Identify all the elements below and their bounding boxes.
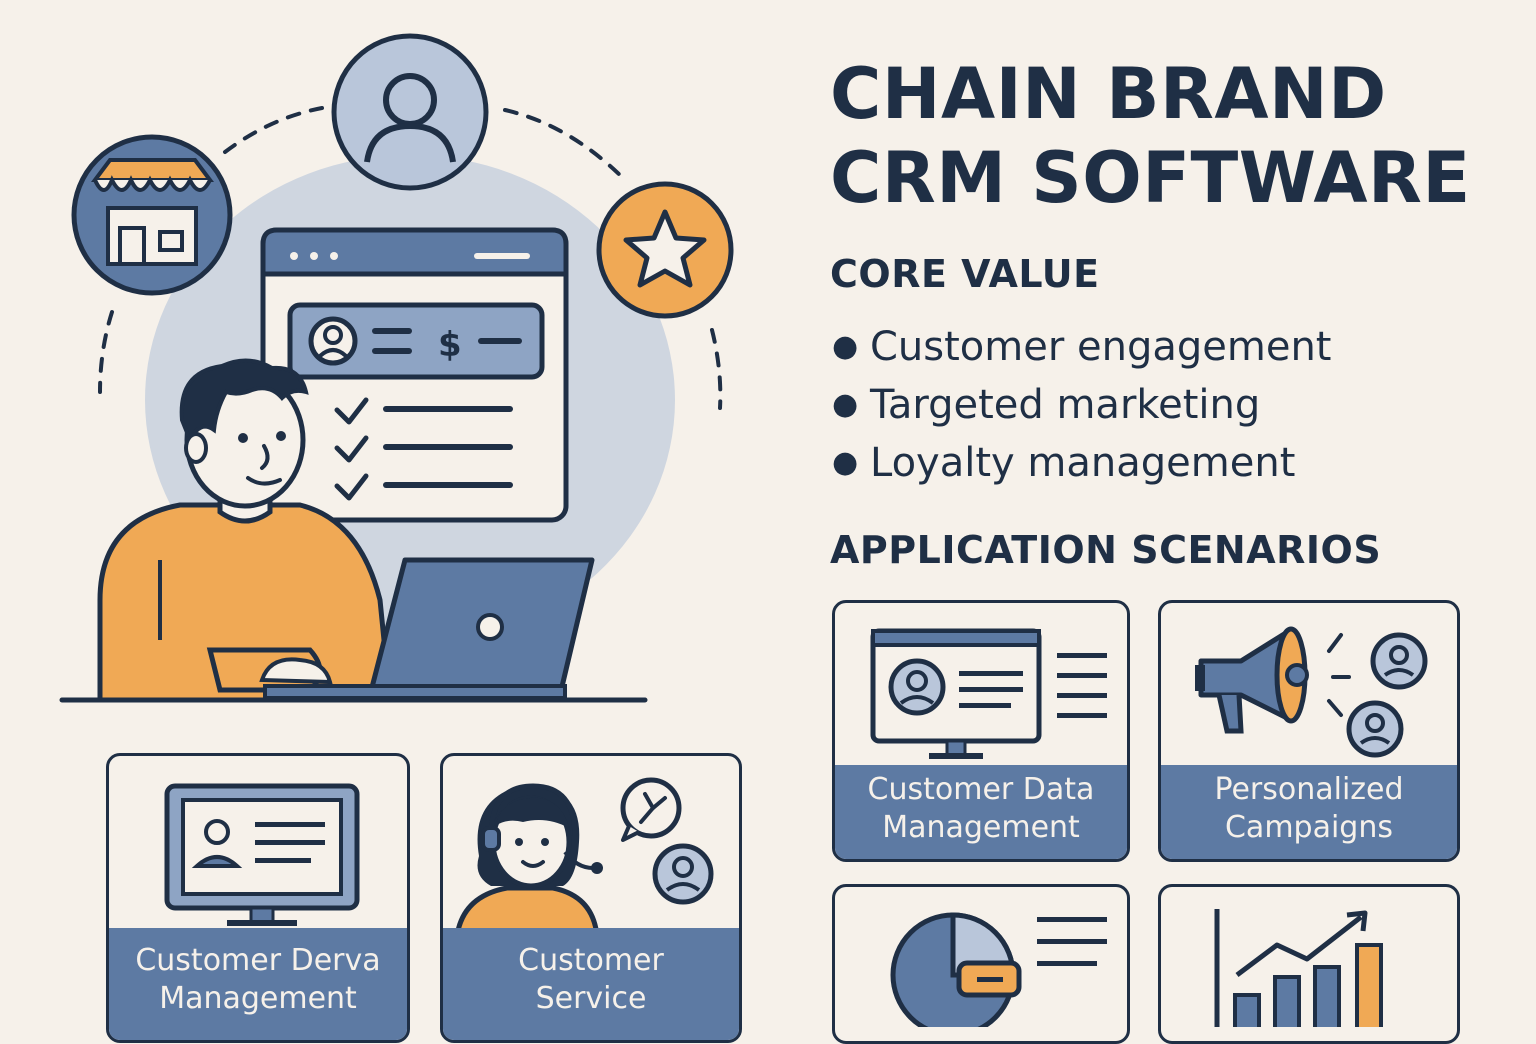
dashed-connector <box>710 328 723 410</box>
pie-chart-icon <box>890 912 1107 1027</box>
core-value-heading: CORE VALUE <box>830 252 1100 296</box>
laptop-icon <box>263 557 595 700</box>
list-item-label: Customer engagement <box>870 324 1332 370</box>
card-label: Customer Derva Management <box>109 928 407 1040</box>
card-label-line-1: Customer Data <box>867 772 1095 807</box>
growth-bar-chart-icon <box>1214 909 1383 1027</box>
list-item: ● Loyalty management <box>832 434 1331 492</box>
monitor-profile-icon <box>164 783 360 926</box>
scenario-card-growth[interactable] <box>1158 884 1460 1044</box>
bullet-icon: ● <box>832 387 859 422</box>
bottom-card-customer-service[interactable]: Customer Service <box>440 753 742 1043</box>
list-item-label: Targeted marketing <box>870 382 1261 428</box>
card-label-line-2: Management <box>159 981 357 1016</box>
card-label-line-1: Personalized <box>1214 772 1404 807</box>
card-label: Customer Data Management <box>835 765 1127 859</box>
star-icon <box>596 181 734 319</box>
price-symbol: $ <box>438 325 462 365</box>
dashed-connector <box>223 106 324 154</box>
dashed-connector <box>503 108 627 182</box>
title-line-1: CHAIN BRAND <box>830 53 1387 135</box>
scenario-card-personalized-campaigns[interactable]: Personalized Campaigns <box>1158 600 1460 862</box>
list-item: ● Targeted marketing <box>832 376 1331 434</box>
list-item: ● Customer engagement <box>832 318 1331 376</box>
card-label-line-1: Customer <box>518 943 664 978</box>
card-label-line-2: Service <box>535 981 647 1016</box>
person-at-laptop <box>97 358 393 703</box>
bullet-icon: ● <box>832 445 859 480</box>
user-icon <box>331 33 489 191</box>
card-label-line-1: Customer Derva <box>135 943 381 978</box>
page-title: CHAIN BRAND CRM SOFTWARE <box>830 52 1471 220</box>
bottom-card-customer-data[interactable]: Customer Derva Management <box>106 753 410 1043</box>
card-label-line-2: Campaigns <box>1224 810 1393 845</box>
store-icon <box>71 134 233 296</box>
card-label-line-2: Management <box>882 810 1080 845</box>
scenario-card-analytics[interactable] <box>832 884 1130 1044</box>
browser-window: $ <box>260 227 569 523</box>
scenario-card-customer-data[interactable]: Customer Data Management <box>832 600 1130 862</box>
support-agent-icon <box>454 777 714 936</box>
monitor-profile-icon <box>870 628 1107 759</box>
dashed-connector <box>98 310 114 394</box>
hero-illustration: $ <box>59 33 734 703</box>
bullet-icon: ● <box>832 329 859 364</box>
megaphone-icon <box>1195 626 1428 758</box>
list-item-label: Loyalty management <box>870 440 1296 486</box>
application-scenarios-heading: APPLICATION SCENARIOS <box>830 528 1382 572</box>
card-label: Customer Service <box>443 928 739 1040</box>
card-label: Personalized Campaigns <box>1161 765 1457 859</box>
title-line-2: CRM SOFTWARE <box>830 137 1471 219</box>
core-value-list: ● Customer engagement ● Targeted marketing… <box>832 318 1331 492</box>
